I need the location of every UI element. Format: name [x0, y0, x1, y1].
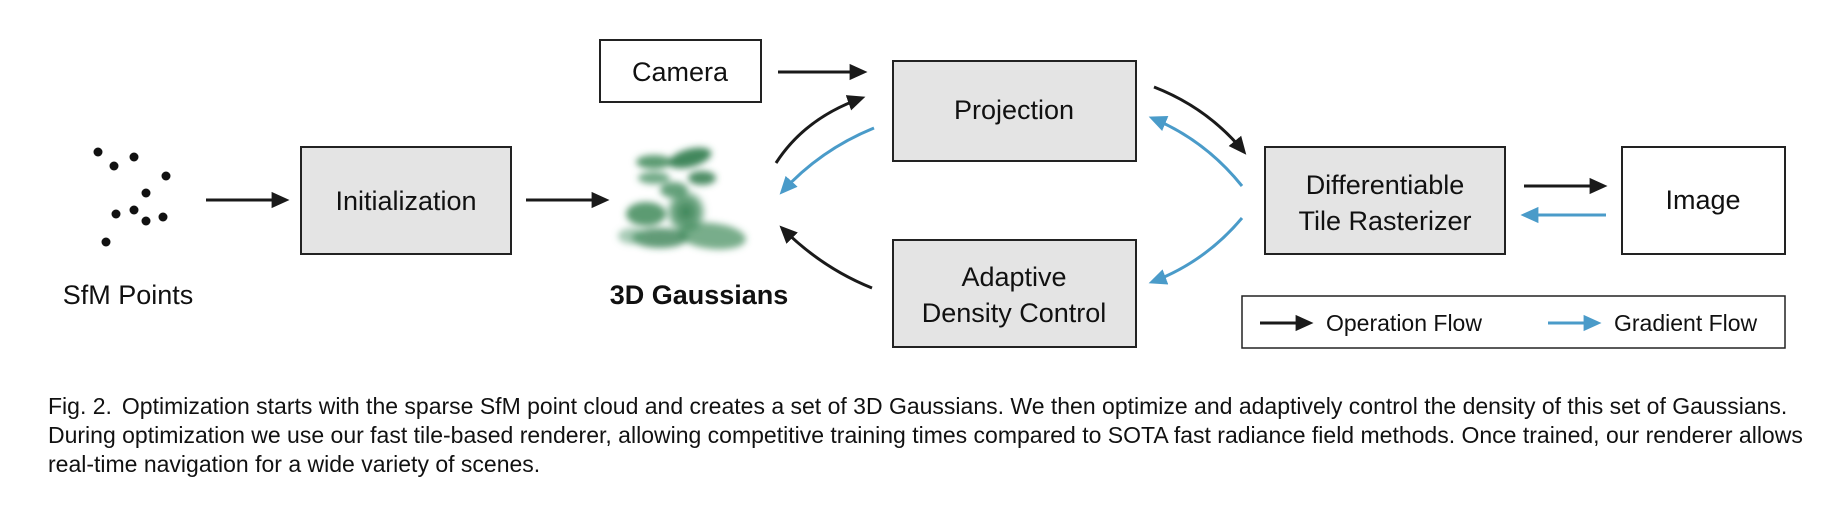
rasterizer-label-line1: Differentiable [1306, 170, 1465, 200]
projection-label: Projection [954, 95, 1074, 125]
adaptive-label-line1: Adaptive [961, 262, 1066, 292]
sfm-points-label: SfM Points [63, 280, 194, 310]
gradient-rasterizer-to-adaptive [1148, 217, 1244, 285]
adaptive-label-line2: Density Control [922, 298, 1107, 328]
adaptive-density-node: Adaptive Density Control [892, 239, 1137, 348]
arrow-adaptive-to-gaussians [779, 225, 873, 290]
pipeline-diagram: SfM Points Initialization 3D Gaussians C… [63, 39, 1786, 349]
rasterizer-label-line2: Tile Rasterizer [1298, 206, 1471, 236]
arrow-projection-to-rasterizer [1153, 85, 1247, 155]
camera-node: Camera [599, 39, 762, 103]
arrow-gaussians-to-projection [774, 95, 866, 164]
figure-number: Fig. 2. [48, 393, 112, 419]
figure-caption: Fig. 2.Optimization starts with the spar… [48, 392, 1808, 479]
gaussians-label: 3D Gaussians [610, 280, 789, 310]
camera-label: Camera [632, 57, 729, 87]
gradient-rasterizer-to-projection [1148, 116, 1244, 187]
sfm-point-cloud [93, 147, 171, 247]
image-node: Image [1621, 146, 1786, 255]
gradient-projection-to-gaussians [779, 126, 875, 195]
legend: Operation Flow Gradient Flow [1241, 295, 1786, 349]
caption-text: Optimization starts with the sparse SfM … [48, 393, 1803, 477]
projection-node: Projection [892, 60, 1137, 162]
rasterizer-node: Differentiable Tile Rasterizer [1264, 146, 1506, 255]
legend-operation-label: Operation Flow [1326, 310, 1482, 336]
legend-gradient-label: Gradient Flow [1614, 310, 1758, 336]
gaussians-illustration [618, 147, 746, 250]
image-label: Image [1665, 185, 1740, 215]
initialization-label: Initialization [335, 186, 476, 216]
initialization-node: Initialization [300, 146, 512, 255]
